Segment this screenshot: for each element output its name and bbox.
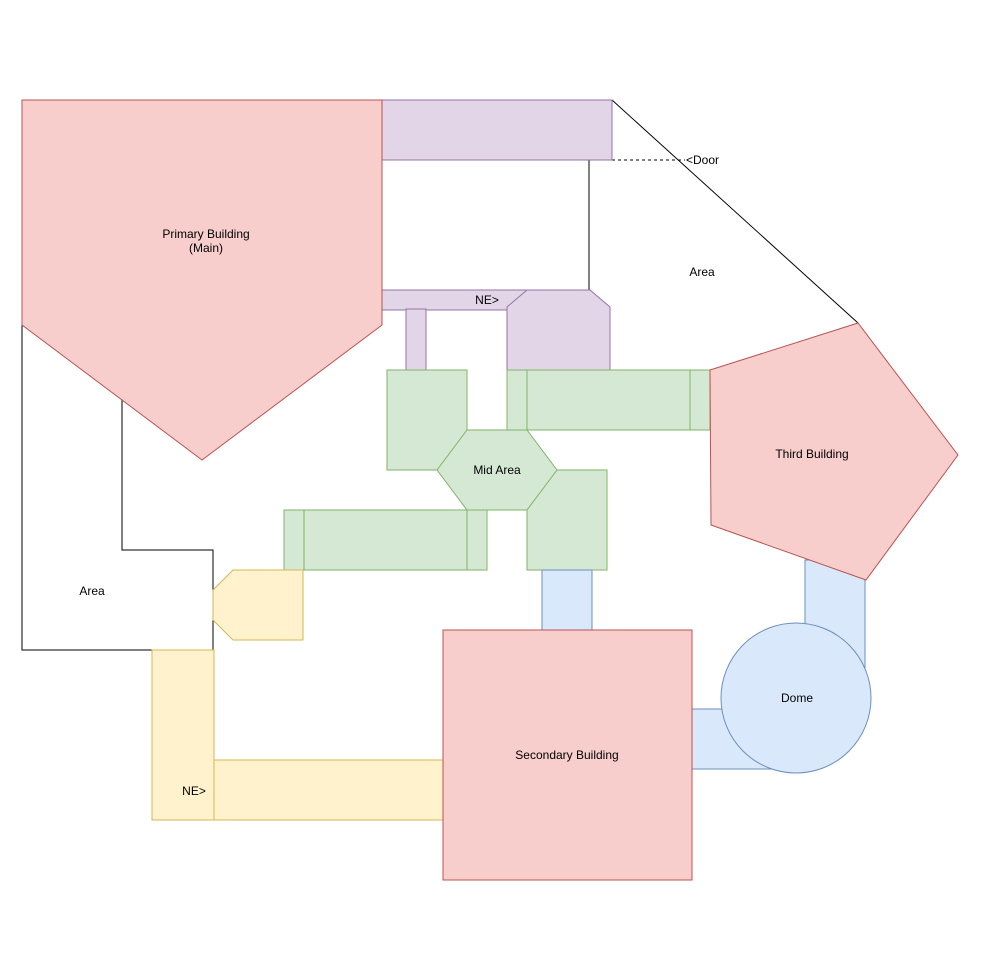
corridor-green-right-end <box>689 369 711 431</box>
dome <box>720 622 872 774</box>
primary-building-label-line2: (Main) <box>189 241 223 255</box>
corridor-yellow-vertical <box>151 649 215 821</box>
mid-area-shape <box>436 429 558 511</box>
secondary-building-label: Secondary Building <box>515 748 618 762</box>
corridor-yellow-horizontal <box>213 759 444 821</box>
mid-area-label: Mid Area <box>473 463 521 477</box>
area-top-right-outline <box>611 99 859 324</box>
corridor-blue-to-secondary <box>541 569 593 631</box>
third-building-label: Third Building <box>775 447 848 461</box>
secondary-building <box>442 629 693 881</box>
corridor-green-lower-end-left <box>283 509 305 571</box>
corridor-purple-top <box>381 99 613 161</box>
door-label: <Door <box>686 153 719 167</box>
primary-building-label-line1: Primary Building <box>162 227 249 241</box>
third-building <box>709 322 959 581</box>
area-left-label: Area <box>79 584 105 598</box>
corridor-green-lower <box>303 509 468 571</box>
corridor-purple-branch-stem <box>405 308 427 372</box>
ne-bottom-label: NE> <box>182 784 206 798</box>
corridor-purple-branch-bar <box>381 289 528 311</box>
corridor-purple-chamfer-room <box>506 289 611 372</box>
ne-top-label: NE> <box>475 293 499 307</box>
corridor-green-right-stub <box>506 369 528 431</box>
corridor-yellow-chamfer-room <box>212 569 304 641</box>
primary-building <box>21 99 383 461</box>
corridor-green-lower-end-right <box>466 509 488 571</box>
area-top-right-label: Area <box>689 265 715 279</box>
dome-label: Dome <box>781 691 813 705</box>
corridor-green-right <box>526 369 691 431</box>
